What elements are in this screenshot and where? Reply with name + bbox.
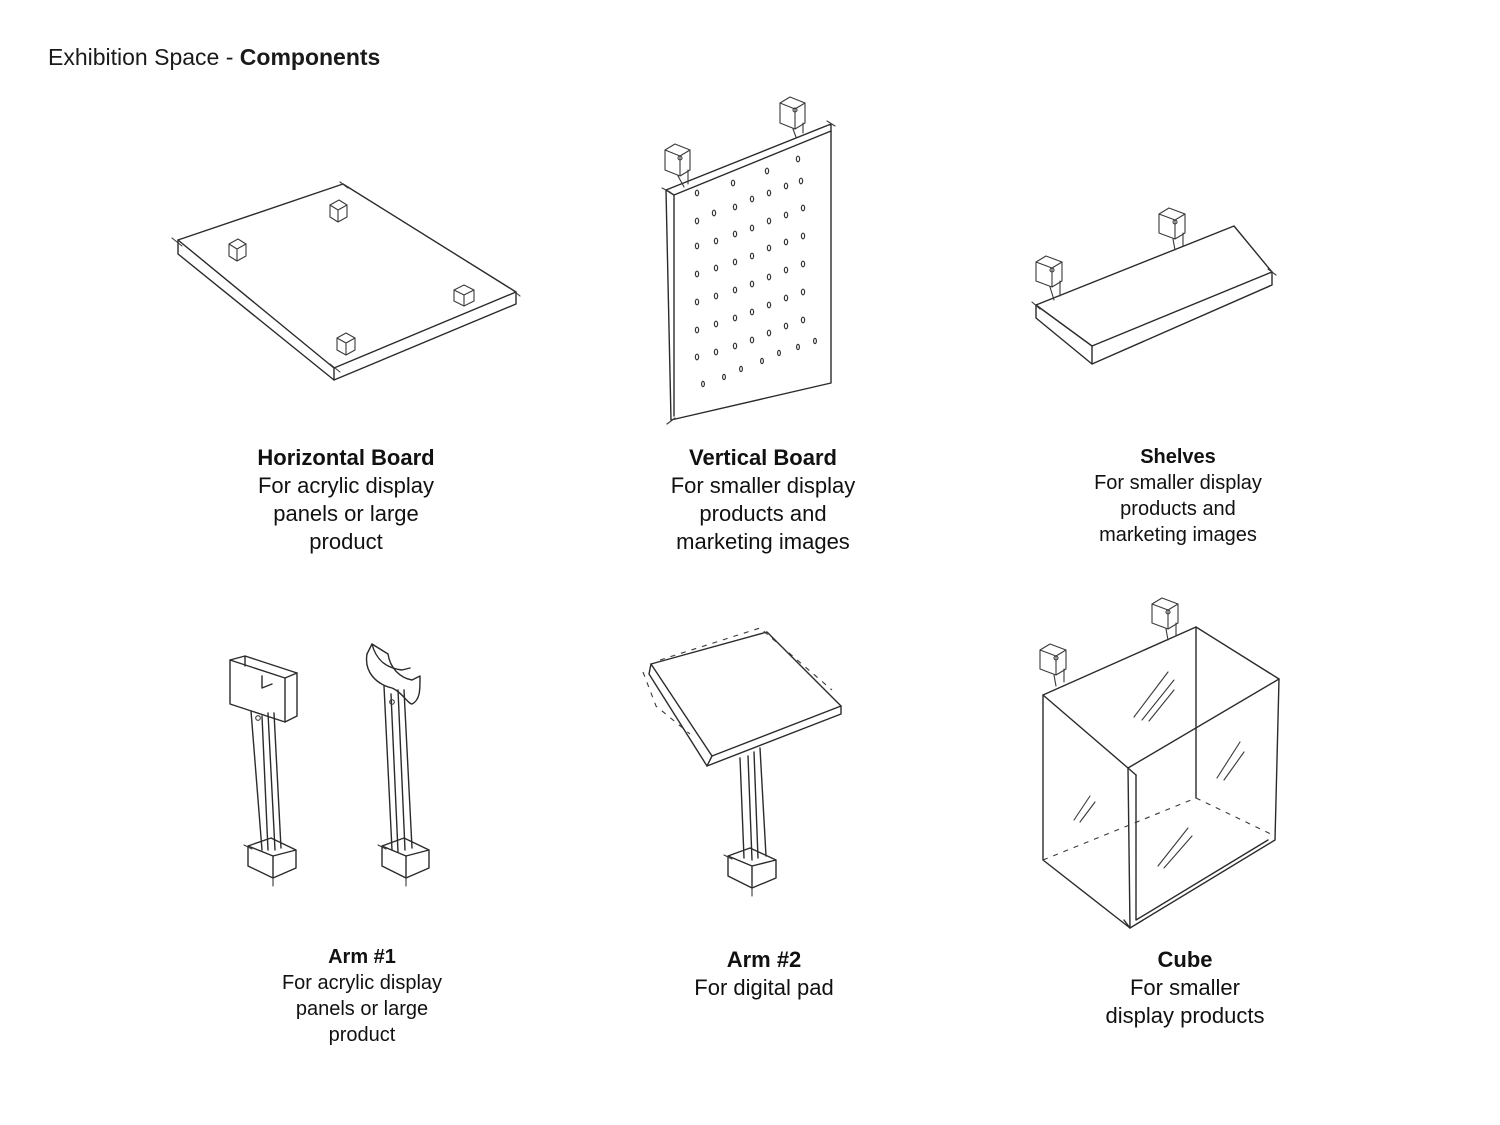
horizontal-board-illustration [171, 181, 521, 381]
component-description: For smaller [1129, 975, 1240, 1000]
vertical-board-illustration [661, 96, 836, 425]
component-description: For smaller display [670, 473, 856, 498]
component-description: products and [1120, 498, 1236, 520]
component-title: Vertical Board [689, 445, 837, 470]
caption-arm-1: Arm #1 For acrylic display panels or lar… [237, 944, 487, 1048]
component-description: panels or large [273, 501, 419, 526]
component-title: Shelves [1140, 446, 1216, 468]
page-title-prefix: Exhibition Space - [48, 44, 240, 70]
component-description: marketing images [676, 529, 850, 554]
component-title: Cube [1157, 947, 1213, 972]
cube-illustration [1039, 597, 1280, 929]
component-description: display products [1105, 1003, 1265, 1028]
component-description: product [328, 1024, 396, 1046]
component-title: Arm #1 [328, 946, 396, 968]
caption-horizontal-board: Horizontal Board For acrylic display pan… [216, 444, 476, 556]
component-description: panels or large [295, 998, 429, 1020]
caption-vertical-board: Vertical Board For smaller display produ… [633, 444, 893, 556]
caption-arm-2: Arm #2 For digital pad [644, 946, 884, 1002]
arm-2-illustration [642, 627, 842, 897]
component-description: For acrylic display [257, 473, 435, 498]
component-description: marketing images [1099, 524, 1257, 546]
component-description: For acrylic display [281, 972, 443, 994]
arm-1-illustration [229, 643, 430, 887]
component-title: Horizontal Board [257, 445, 435, 470]
component-description: products and [699, 501, 827, 526]
shelves-illustration [1031, 207, 1277, 365]
component-description: For smaller display [1094, 472, 1262, 494]
caption-shelves: Shelves For smaller display products and… [1053, 444, 1303, 548]
component-description: product [309, 529, 383, 554]
page-title: Exhibition Space - Components [48, 44, 380, 71]
caption-cube: Cube For smaller display products [1065, 946, 1305, 1030]
component-description: For digital pad [694, 975, 834, 1000]
component-title: Arm #2 [726, 947, 802, 972]
page-title-emphasis: Components [239, 44, 381, 70]
